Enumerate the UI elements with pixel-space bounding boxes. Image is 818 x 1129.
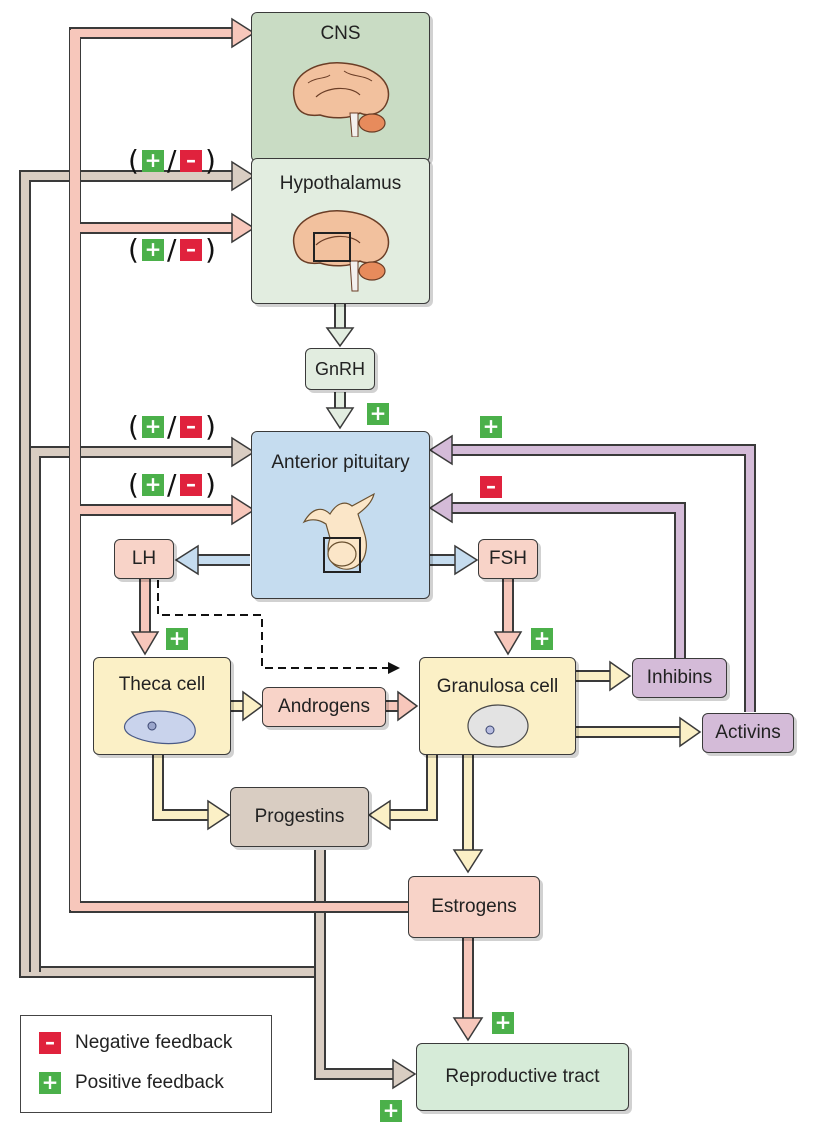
legend: – Negative feedback + Positive feedback bbox=[20, 1015, 272, 1113]
anterior-pituitary-label: Anterior pituitary bbox=[271, 452, 410, 473]
feedback-mixed-pituitary-progestin: ( + / – ) bbox=[128, 410, 216, 443]
progestin-tract-positive-icon: + bbox=[380, 1100, 402, 1122]
legend-positive-label: Positive feedback bbox=[75, 1072, 224, 1093]
cns-label: CNS bbox=[320, 23, 361, 44]
granulosa-cell-label: Granulosa cell bbox=[436, 676, 559, 697]
lh-fsh-to-cells bbox=[130, 578, 523, 674]
minus-icon: – bbox=[39, 1032, 61, 1054]
minus-icon: – bbox=[180, 474, 202, 496]
plus-icon: + bbox=[142, 474, 164, 496]
inhibin-negative-icon: – bbox=[480, 476, 502, 498]
lh-box: LH bbox=[114, 539, 174, 579]
progestins-box: Progestins bbox=[230, 787, 369, 847]
brain-hypothalamus-icon bbox=[292, 210, 390, 292]
minus-icon: – bbox=[180, 239, 202, 261]
plus-icon: + bbox=[142, 416, 164, 438]
plus-icon: + bbox=[39, 1072, 61, 1094]
inhibins-box: Inhibins bbox=[632, 658, 727, 698]
reproductive-tract-box: Reproductive tract bbox=[416, 1043, 629, 1111]
anterior-pituitary-box: Anterior pituitary bbox=[251, 431, 430, 599]
feedback-mixed-pituitary-estrogen: ( + / – ) bbox=[128, 468, 216, 501]
theca-cell-box: Theca cell bbox=[93, 657, 231, 755]
estrogen-tract-positive-icon: + bbox=[492, 1012, 514, 1034]
progestin-feedback-path bbox=[19, 160, 417, 1090]
inhibins-label: Inhibins bbox=[646, 667, 713, 688]
fsh-positive-icon: + bbox=[531, 628, 553, 650]
minus-icon: – bbox=[180, 416, 202, 438]
androgens-label: Androgens bbox=[278, 696, 370, 717]
steroid-outputs bbox=[152, 754, 484, 874]
lh-label: LH bbox=[131, 548, 157, 569]
minus-icon: – bbox=[180, 150, 202, 172]
reproductive-tract-label: Reproductive tract bbox=[445, 1066, 600, 1087]
estrogens-label: Estrogens bbox=[431, 896, 517, 917]
gnrh-positive-icon: + bbox=[367, 403, 389, 425]
inhibin-activin-path bbox=[428, 434, 756, 712]
theca-cell-label: Theca cell bbox=[118, 674, 206, 695]
plus-icon: + bbox=[142, 150, 164, 172]
cns-box: CNS bbox=[251, 12, 430, 162]
activins-label: Activins bbox=[715, 722, 781, 743]
fsh-box: FSH bbox=[478, 539, 538, 579]
estrogens-box: Estrogens bbox=[408, 876, 540, 938]
activin-positive-icon: + bbox=[480, 416, 502, 438]
androgens-box: Androgens bbox=[262, 687, 386, 727]
fsh-label: FSH bbox=[489, 548, 527, 569]
brain-icon bbox=[292, 62, 390, 137]
gonadotropin-release bbox=[174, 544, 479, 576]
activins-box: Activins bbox=[702, 713, 794, 753]
gnrh-pathway bbox=[325, 304, 355, 430]
feedback-mixed-hypothalamus: ( + / – ) bbox=[128, 233, 216, 266]
hypothalamus-box: Hypothalamus bbox=[251, 158, 430, 304]
pituitary-icon bbox=[302, 492, 375, 573]
granulosa-cell-icon bbox=[467, 704, 529, 748]
granulosa-cell-box: Granulosa cell bbox=[419, 657, 576, 755]
lh-positive-icon: + bbox=[166, 628, 188, 650]
plus-icon: + bbox=[142, 239, 164, 261]
progestins-label: Progestins bbox=[254, 806, 345, 827]
hypothalamus-label: Hypothalamus bbox=[279, 173, 402, 194]
gnrh-box: GnRH bbox=[305, 348, 375, 390]
androgen-pathway bbox=[230, 690, 419, 722]
gnrh-label: GnRH bbox=[314, 358, 365, 379]
granulosa-outputs bbox=[576, 660, 702, 748]
legend-negative-label: Negative feedback bbox=[75, 1032, 233, 1053]
feedback-mixed-cns: ( + / – ) bbox=[128, 144, 216, 177]
theca-cell-icon bbox=[123, 710, 196, 745]
estrogen-feedback-path bbox=[69, 17, 484, 1042]
